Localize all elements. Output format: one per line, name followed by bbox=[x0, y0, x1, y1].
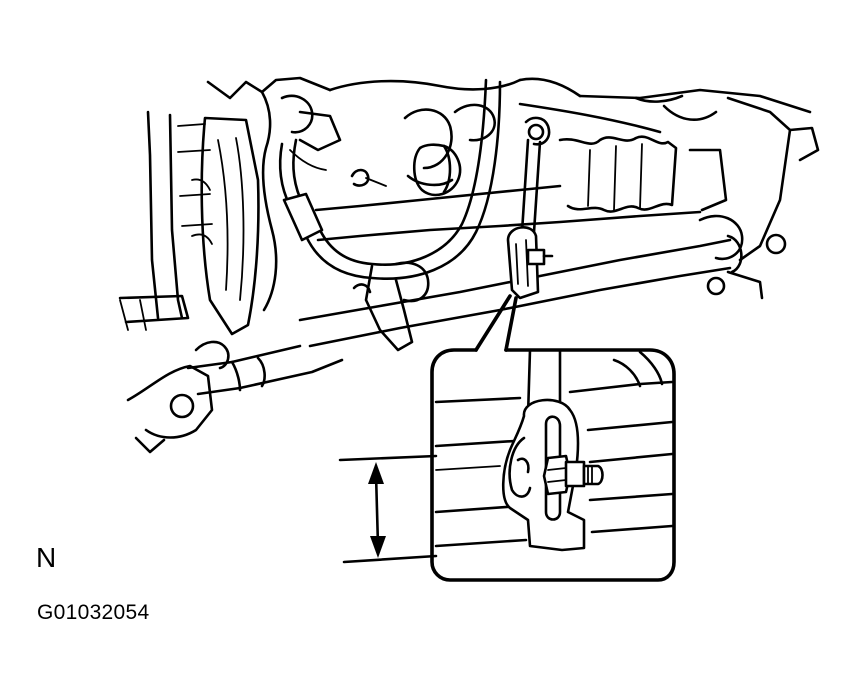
view-letter: N bbox=[36, 542, 57, 573]
height-sensor-link bbox=[506, 116, 554, 300]
rods bbox=[119, 184, 743, 454]
adjustment-dimension bbox=[338, 454, 438, 564]
detail-zoom bbox=[434, 348, 674, 552]
hoses bbox=[278, 78, 662, 280]
detail-callout bbox=[430, 294, 676, 582]
chassis-background bbox=[118, 76, 820, 336]
figure-code: G01032054 bbox=[37, 601, 150, 624]
